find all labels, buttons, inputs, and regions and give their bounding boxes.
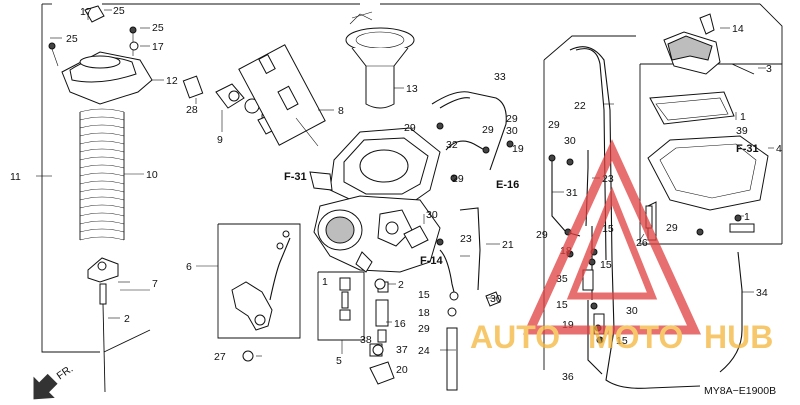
top-cover-group (48, 5, 153, 105)
part-label-29: 29 (536, 229, 548, 241)
watermark-text: HUB (704, 319, 773, 355)
part-label-1: 1 (744, 211, 750, 223)
part-label-31: 31 (566, 187, 578, 199)
part-label-13: 13 (406, 83, 418, 95)
leader-lines (36, 9, 774, 357)
ref-label-f31: F-31 (284, 171, 307, 183)
hose-routing-center (431, 91, 507, 391)
ref-label-f31: F-31 (736, 143, 759, 155)
part-label-29: 29 (506, 113, 518, 125)
part-label-23: 23 (460, 233, 472, 245)
part-label-35: 35 (556, 273, 568, 285)
part-label-29: 29 (482, 124, 494, 136)
part-label-2: 2 (398, 279, 404, 291)
overflow-hose (719, 251, 743, 373)
watermark-text: MOTO (588, 319, 683, 355)
part-label-37: 37 (396, 344, 408, 356)
part-label-15: 15 (418, 289, 430, 301)
part-label-16: 16 (394, 318, 406, 330)
part-label-30: 30 (626, 305, 638, 317)
carburetor-body (309, 127, 441, 273)
part-label-33: 33 (494, 71, 506, 83)
part-label-10: 10 (146, 169, 158, 181)
enricher-valve-group (182, 44, 326, 147)
ref-label-f14: F-14 (420, 255, 444, 267)
diagram-code: MY8A−E1900B (704, 385, 776, 397)
part-label-18: 18 (418, 307, 430, 319)
part-label-14: 14 (732, 23, 744, 35)
part-label-30: 30 (490, 293, 502, 305)
part-label-1: 1 (322, 276, 328, 288)
float-bowl-group (647, 13, 769, 241)
front-direction-arrow: FR. (33, 363, 76, 400)
part-label-17: 17 (80, 6, 92, 18)
watermark-logo: AUTO MOTO HUB (470, 139, 773, 355)
part-label-15: 15 (616, 335, 628, 347)
part-label-17: 17 (152, 41, 164, 53)
part-label-6: 6 (186, 261, 192, 273)
part-label-29: 29 (666, 222, 678, 234)
part-label-3: 3 (766, 63, 772, 75)
part-label-19: 19 (562, 319, 574, 331)
install-direction-arrow (349, 13, 373, 25)
part-label-25: 25 (66, 33, 78, 45)
ref-label-e16: E-16 (496, 179, 519, 191)
part-label-2: 2 (124, 313, 130, 325)
part-label-38: 38 (360, 334, 372, 346)
part-label-15: 15 (602, 223, 614, 235)
part-number-labels: 17 25 25 25 17 12 11 10 7 2 28 9 8 13 6 … (10, 5, 782, 397)
part-label-25: 25 (113, 5, 125, 17)
watermark-text: AUTO (470, 319, 560, 355)
part-label-9: 9 (217, 134, 223, 146)
part-label-24: 24 (418, 345, 430, 357)
part-label-25: 25 (152, 22, 164, 34)
part-label-30: 30 (564, 135, 576, 147)
part-label-26: 26 (636, 237, 648, 249)
part-label-29: 29 (404, 122, 416, 134)
vacuum-diaphragm (345, 11, 415, 109)
part-label-8: 8 (338, 105, 344, 117)
part-label-28: 28 (186, 104, 198, 116)
part-label-36: 36 (562, 371, 574, 383)
part-label-32: 32 (446, 139, 458, 151)
part-label-20: 20 (396, 364, 408, 376)
part-label-30: 30 (426, 209, 438, 221)
part-label-7: 7 (152, 278, 158, 290)
part-label-30: 30 (506, 125, 518, 137)
part-label-22: 22 (574, 100, 586, 112)
part-label-15: 15 (600, 259, 612, 271)
part-label-19: 19 (512, 143, 524, 155)
part-label-29: 29 (548, 119, 560, 131)
part-label-27: 27 (214, 351, 226, 363)
jet-needle-group (87, 257, 119, 393)
part-label-39: 39 (736, 125, 748, 137)
part-label-1: 1 (740, 111, 746, 123)
part-label-29: 29 (418, 323, 430, 335)
part-label-5: 5 (336, 355, 342, 367)
part-label-23: 23 (602, 173, 614, 185)
part-label-21: 21 (502, 239, 514, 251)
part-label-34: 34 (756, 287, 768, 299)
throttle-spring (79, 108, 125, 241)
part-label-11: 11 (10, 171, 21, 183)
front-direction-label: FR. (55, 363, 76, 383)
part-label-4: 4 (776, 143, 782, 155)
part-label-29: 29 (452, 173, 464, 185)
part-label-15: 15 (556, 299, 568, 311)
throttle-cable-bracket (217, 223, 301, 339)
part-label-12: 12 (166, 75, 178, 87)
